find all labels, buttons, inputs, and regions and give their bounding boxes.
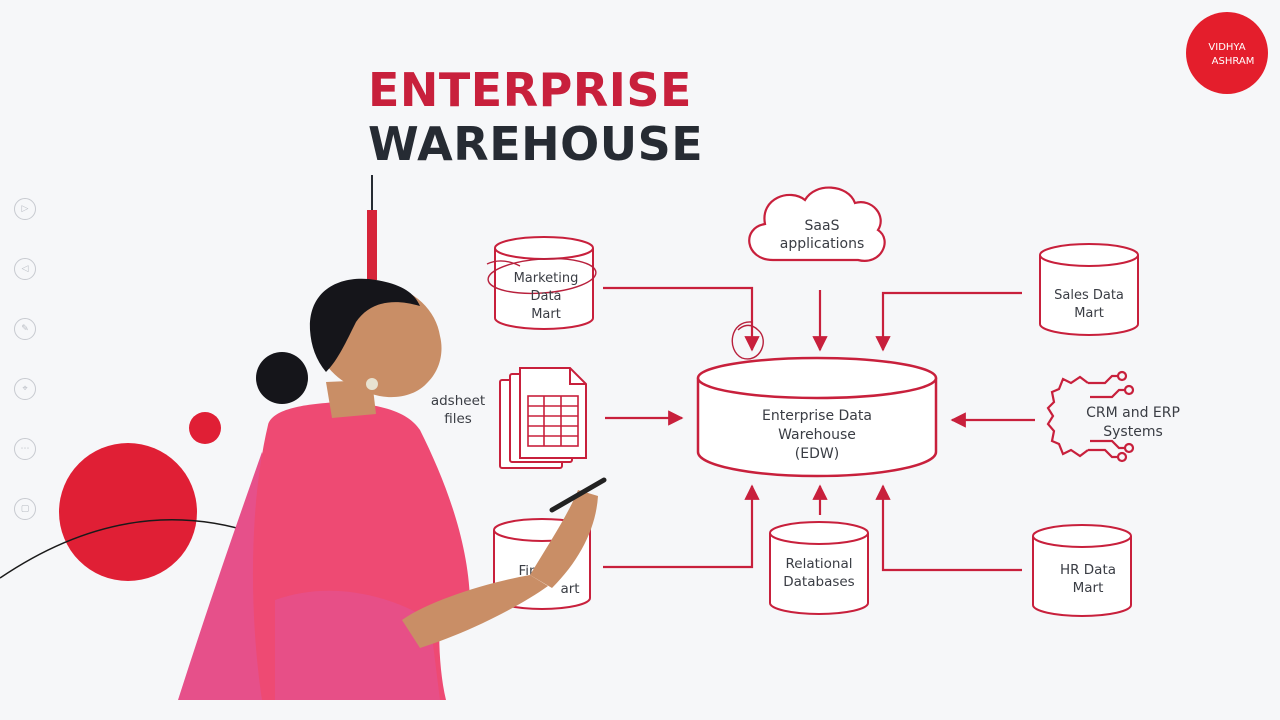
marketing-label-line2: Data	[530, 289, 561, 304]
edw-label-line2: Warehouse	[778, 427, 856, 443]
arrow-hr	[875, 484, 1022, 572]
saas-cloud-icon	[748, 186, 886, 262]
marketing-label-line3: Mart	[531, 307, 561, 322]
relational-label-line2: Databases	[783, 574, 854, 590]
edw-label-line3: (EDW)	[795, 446, 839, 462]
crm-gear-icon	[1046, 370, 1135, 463]
arrow-sales	[875, 291, 1022, 352]
decor-small-circle	[189, 412, 221, 444]
play-icon[interactable]: ▷	[14, 198, 36, 220]
hr-data-mart-cylinder	[1032, 524, 1132, 617]
pen-annotations	[486, 257, 764, 360]
page-title-line1: ENTERPRISE	[368, 63, 692, 117]
back-icon[interactable]: ◁	[14, 258, 36, 280]
decor-big-circle	[59, 443, 197, 581]
hr-label-line2: Mart	[1073, 580, 1104, 596]
cursor-icon[interactable]: ⌖	[14, 378, 36, 400]
pen-icon[interactable]: ✎	[14, 318, 36, 340]
vidhya-ashram-logo: VIDHYA ASHRAM	[1186, 12, 1268, 94]
spreadsheet-files-icon	[499, 367, 587, 469]
edw-label-line1: Enterprise Data	[762, 408, 872, 424]
more-icon[interactable]: ⋯	[14, 438, 36, 460]
crm-label-line2: Systems	[1103, 424, 1163, 440]
hr-label-line1: HR Data	[1060, 562, 1116, 578]
sales-label-line2: Mart	[1074, 306, 1104, 321]
page-title-line2: WAREHOUSE	[368, 117, 704, 171]
flow-arrows	[603, 286, 1035, 572]
relational-label-line1: Relational	[786, 556, 853, 572]
arrow-finance	[603, 484, 760, 569]
finance-label-line3: art	[560, 581, 579, 597]
spreadsheet-label-line1: adsheet	[431, 393, 485, 409]
logo-text-line2: ASHRAM	[1211, 56, 1255, 67]
relational-databases-cylinder	[769, 521, 869, 615]
screen-icon[interactable]: ▢	[14, 498, 36, 520]
decor-curve	[0, 519, 261, 579]
arrow-marketing	[603, 286, 760, 352]
marketing-data-mart-cylinder	[494, 236, 594, 330]
presenter	[178, 278, 607, 700]
logo-text-line1: VIDHYA	[1208, 42, 1246, 53]
sales-label-line1: Sales Data	[1054, 288, 1124, 303]
sales-data-mart-cylinder	[1039, 243, 1139, 336]
spreadsheet-label-line2: files	[444, 411, 472, 427]
saas-label-line1: SaaS	[805, 218, 840, 234]
crm-label-line1: CRM and ERP	[1086, 405, 1180, 421]
edw-cylinder	[696, 356, 938, 478]
marketing-label-line1: Marketing	[514, 271, 579, 286]
decor-bar	[367, 210, 377, 280]
saas-label-line2: applications	[780, 236, 865, 252]
